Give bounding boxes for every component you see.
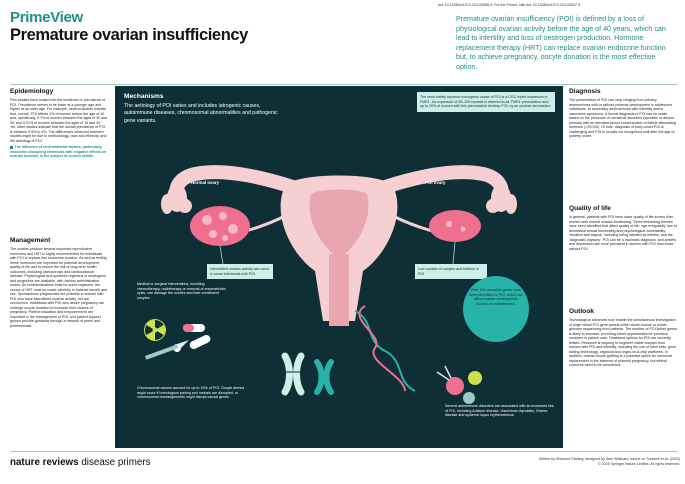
credit-block: Written by Shimona Starling; designed by… xyxy=(475,457,680,467)
chromosomal-text: Chromosomal causes account for up to 15%… xyxy=(137,386,245,400)
quality-heading: Quality of life xyxy=(569,205,611,212)
intermittent-callout: Intermittent ovarian activity can occur … xyxy=(207,264,273,280)
bottom-divider xyxy=(10,451,678,452)
genes-text: Over 100 causative genes have been ident… xyxy=(469,288,523,306)
low-number-text: Low number of oocytes and follicles in P… xyxy=(418,267,479,276)
chromosome-icon xyxy=(278,352,334,396)
autoimmune-text: Several autoimmune disorders are associa… xyxy=(445,404,554,418)
mechanisms-intro: The aetiology of POI varies and includes… xyxy=(124,103,278,124)
epidemiology-text: Few studies have looked into the inciden… xyxy=(10,98,108,143)
right-fimbriae xyxy=(491,184,517,214)
fmr1-callout-text: The most widely reported monogenic cause… xyxy=(420,95,552,109)
outlook-section: Outlook Technological advances now enabl… xyxy=(569,308,677,368)
credit-line-1: Written by Shimona Starling; designed by… xyxy=(538,457,680,461)
mechanisms-illustration xyxy=(144,165,517,404)
epidemiology-highlight-text: The influence of environmental factors, … xyxy=(10,145,107,158)
pills-icon xyxy=(173,324,211,352)
epidemiology-heading: Epidemiology xyxy=(10,88,54,95)
iatrogenic-text: Medical or surgical interventions, inclu… xyxy=(137,282,227,300)
journal-logo[interactable]: nature reviews disease primers xyxy=(10,457,151,468)
logo-rest: disease primers xyxy=(78,457,151,468)
uterine-cavity xyxy=(309,189,369,254)
low-number-callout: Low number of oocytes and follicles in P… xyxy=(415,264,487,280)
diagnosis-heading: Diagnosis xyxy=(569,88,601,95)
cervix xyxy=(329,254,349,326)
normal-ovary-shape xyxy=(190,206,250,246)
immune-cells-icon xyxy=(436,365,482,404)
management-section: Management The ovaries produce several i… xyxy=(10,237,108,328)
management-text: The ovaries produce several important re… xyxy=(10,247,108,328)
logo-bold: nature reviews xyxy=(10,457,79,468)
poi-ovary-shape xyxy=(429,210,481,242)
diagnosis-section: Diagnosis The presentation of POI can va… xyxy=(569,88,677,139)
quality-text: In general, patients with POI have lower… xyxy=(569,215,677,251)
credit-line-2: © 2024 Springer Nature Limited. All righ… xyxy=(597,462,680,466)
brand-label: PrimeView xyxy=(10,9,83,26)
dna-icon xyxy=(354,305,416,392)
mechanisms-panel: Mechanisms The aetiology of POI varies a… xyxy=(115,86,563,448)
radiation-icon xyxy=(144,319,166,341)
epidemiology-section: Epidemiology Few studies have looked int… xyxy=(10,88,108,159)
normal-ovary-label: Normal ovary xyxy=(191,180,220,185)
diagnosis-text: The presentation of POI can vary, rangin… xyxy=(569,98,676,138)
mechanisms-heading: Mechanisms xyxy=(124,93,164,100)
top-divider xyxy=(10,84,678,85)
intro-text: Premature ovarian insufficiency (POI) is… xyxy=(456,15,666,71)
doi-line: doi: 10.1038/s41572-024-00556-4; For the… xyxy=(438,3,581,7)
genes-circle xyxy=(463,276,529,342)
scalpel-icon xyxy=(145,340,189,360)
outlook-heading: Outlook xyxy=(569,308,594,315)
page-title: Premature ovarian insufficiency xyxy=(10,26,248,44)
quality-section: Quality of life In general, patients wit… xyxy=(569,205,677,251)
outlook-text: Technological advances now enable the si… xyxy=(569,318,678,367)
epidemiology-highlight: The influence of environmental factors, … xyxy=(10,145,108,159)
fmr1-callout: The most widely reported monogenic cause… xyxy=(417,92,555,112)
management-heading: Management xyxy=(10,237,51,244)
left-fimbriae xyxy=(161,184,187,214)
title-block: PrimeView Premature ovarian insufficienc… xyxy=(10,10,310,44)
highlight-marker-icon xyxy=(10,145,13,149)
intermittent-text: Intermittent ovarian activity can occur … xyxy=(210,267,270,276)
poi-ovary-label: POI ovary xyxy=(425,180,446,185)
